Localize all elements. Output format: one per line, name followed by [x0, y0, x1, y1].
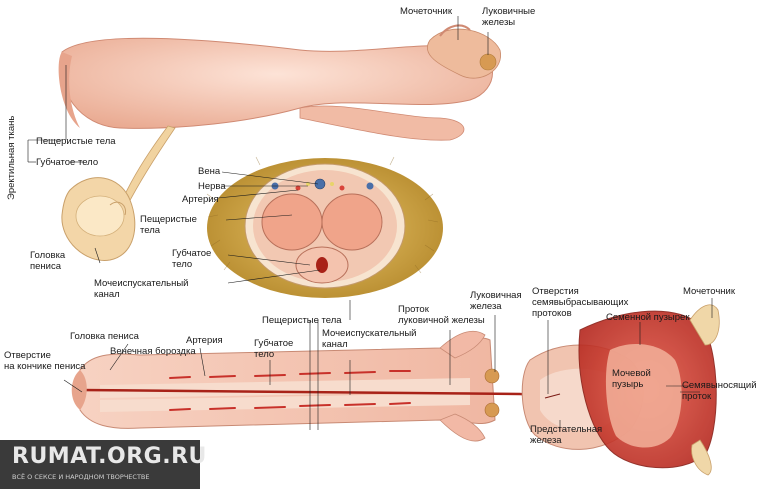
watermark-main-text: RUMAT.ORG.RU [12, 444, 207, 469]
label-ejaculatory-duct: Семявыносящий проток [682, 380, 757, 402]
label-coronal-groove: Венечная бороздка [110, 346, 196, 357]
watermark: RUMAT.ORG.RU ВСЁ О СЕКСЕ И НАРОДНОМ ТВОР… [0, 440, 206, 489]
label-urethra-bottom: Мочеточник [683, 286, 735, 297]
label-cavernous: Пещеристые тела [36, 136, 116, 147]
label-urethra-top: Мочеточник [400, 6, 452, 17]
leader-lines [27, 16, 713, 432]
longitudinal-section [71, 304, 720, 476]
label-bulbo-top: Луковичные железы [482, 6, 536, 28]
label-glans: Головка пениса [30, 250, 66, 272]
label-opening: Отверстие на кончике пениса [4, 350, 86, 372]
cross-section [206, 156, 443, 298]
label-artery-bottom: Артерия [186, 335, 223, 346]
label-bulbo-duct: Проток луковичной железы [398, 304, 485, 326]
label-nerve: Нерва [198, 181, 226, 192]
label-seminal-vesicle: Семенной пузырек [606, 312, 690, 323]
label-cavernous-cs: Пещеристые тела [140, 214, 197, 236]
label-bulbo-gland: Луковичная железа [470, 290, 522, 312]
glans-top [61, 177, 136, 261]
label-glans-bottom: Головка пениса [70, 331, 139, 342]
label-spongy-bottom: Губчатое тело [254, 338, 294, 360]
label-ejaculatory-openings: Отверстия семявыбрасывающих протоков [532, 286, 629, 319]
label-prostate: Предстательная железа [530, 424, 603, 446]
penis-side-view [58, 24, 502, 141]
label-vein: Вена [198, 166, 221, 177]
label-bladder: Мочевой пузырь [612, 368, 651, 390]
label-spongy-cs: Губчатое тело [172, 248, 212, 270]
label-cavernous-bottom: Пещеристые тела [262, 315, 342, 326]
label-artery-cs: Артерия [182, 194, 219, 205]
label-canal-cs: Мочеиспускательный канал [94, 278, 189, 300]
label-canal-bottom: Мочеиспускательный канал [322, 328, 417, 350]
label-spongy: Губчатое тело [36, 157, 99, 168]
watermark-sub-text: ВСЁ О СЕКСЕ И НАРОДНОМ ТВОРЧЕСТВЕ [12, 473, 150, 481]
vertical-label-erectile: Эректильная ткань [6, 115, 17, 200]
